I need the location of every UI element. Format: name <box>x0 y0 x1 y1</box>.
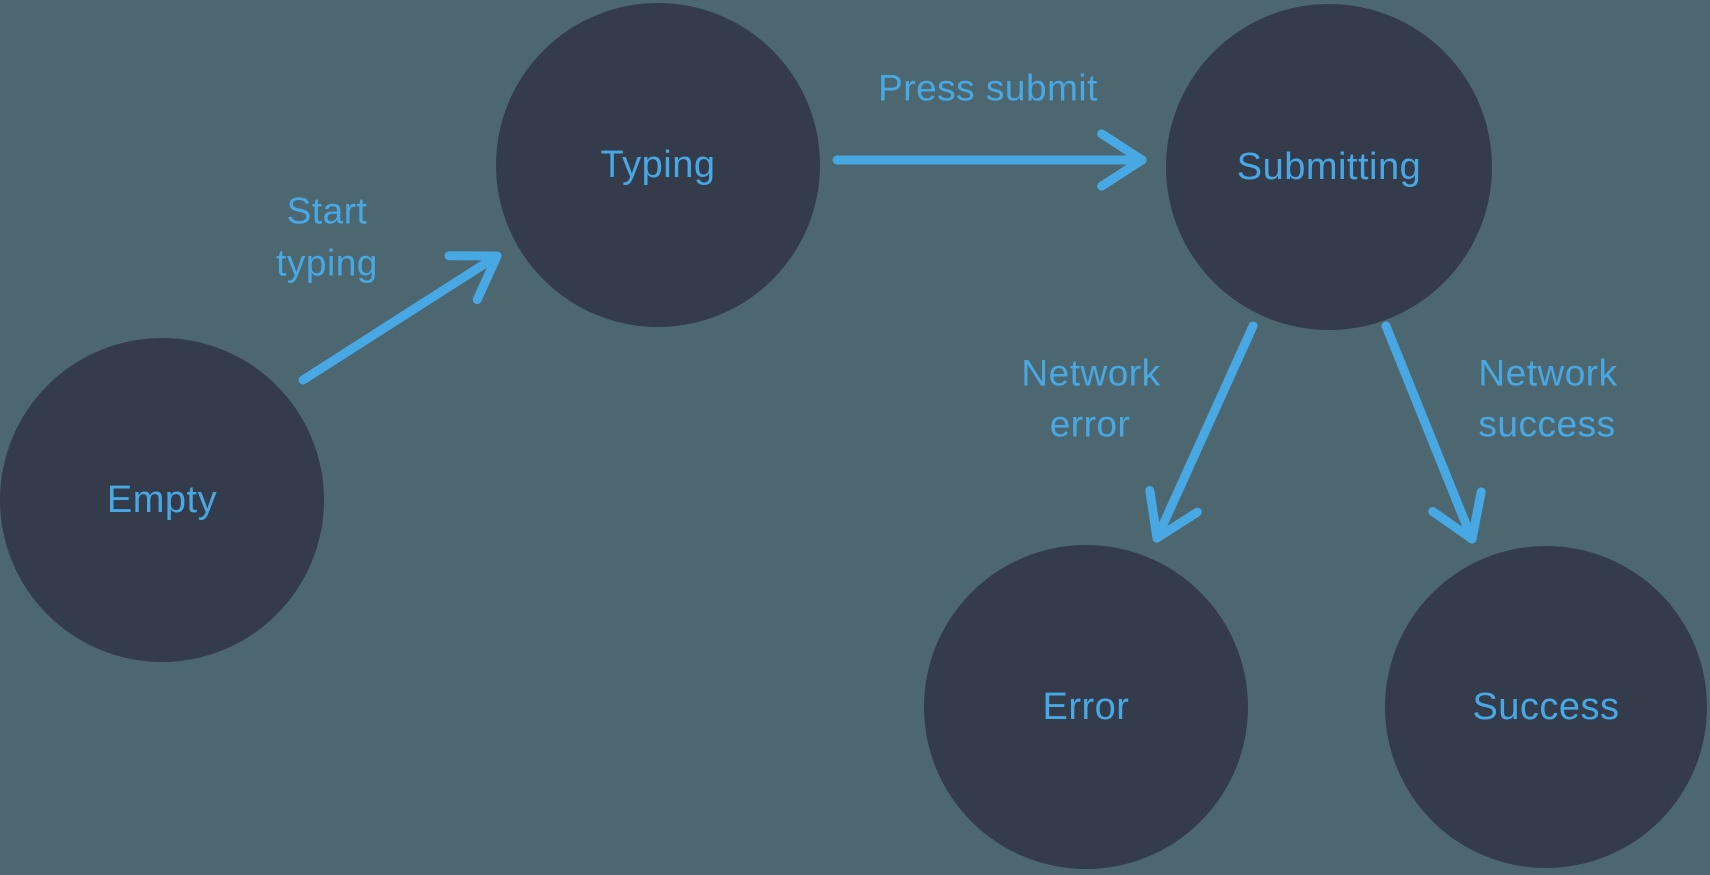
state-label-error: Error <box>1043 686 1130 728</box>
state-label-success: Success <box>1472 686 1619 728</box>
state-node-typing: Typing <box>496 3 820 327</box>
transition-label-network-error: Network <box>1021 353 1160 394</box>
state-circle-empty <box>0 338 324 662</box>
transition-label-network-success: Network <box>1478 353 1617 394</box>
transition-arrowhead-icon <box>444 251 502 305</box>
state-label-empty: Empty <box>107 479 217 521</box>
state-circle-success <box>1385 546 1707 868</box>
state-node-empty: Empty <box>0 338 324 662</box>
transition-press-submit: Press submit <box>832 68 1147 191</box>
transition-label-start-typing: typing <box>276 243 378 284</box>
state-label-submitting: Submitting <box>1237 146 1422 188</box>
transition-label-start-typing: Start <box>287 191 368 232</box>
state-label-typing: Typing <box>601 144 716 186</box>
transition-start-typing: Start typing <box>276 191 502 385</box>
state-circle-typing <box>496 3 820 327</box>
state-circle-error <box>924 545 1248 869</box>
transition-label-network-error: error <box>1050 404 1131 445</box>
transition-arrowhead-icon <box>1097 129 1147 191</box>
transition-arrowhead-icon <box>1145 486 1202 543</box>
transition-arrow-shaft <box>1152 321 1258 543</box>
state-circle-submitting <box>1166 4 1492 330</box>
transition-label-press-submit: Press submit <box>878 68 1098 109</box>
transition-network-success: Network success <box>1381 321 1617 544</box>
state-node-success: Success <box>1385 546 1707 868</box>
transition-arrow-shaft <box>298 251 502 385</box>
transition-arrow-shaft <box>1381 321 1477 544</box>
state-node-error: Error <box>924 545 1248 869</box>
transition-network-error: Network error <box>1021 321 1258 543</box>
transition-label-network-success: success <box>1478 404 1615 445</box>
state-node-submitting: Submitting <box>1166 4 1492 330</box>
transition-arrowhead-icon <box>1428 487 1486 544</box>
